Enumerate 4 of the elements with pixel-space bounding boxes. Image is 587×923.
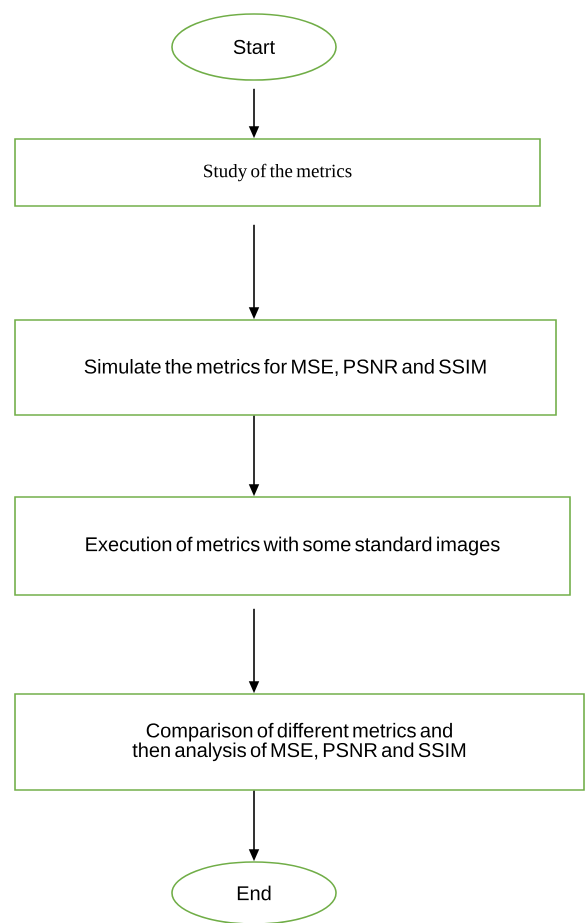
process-box: Study of the metrics (14, 138, 541, 207)
process-box: Comparison of different metrics and then analysis of MSE, PSNR and SSIM (14, 693, 585, 791)
process-box: Execution of metrics with some standard images (14, 496, 571, 596)
process-box: Simulate the metrics for MSE, PSNR and SSIM (14, 319, 557, 416)
